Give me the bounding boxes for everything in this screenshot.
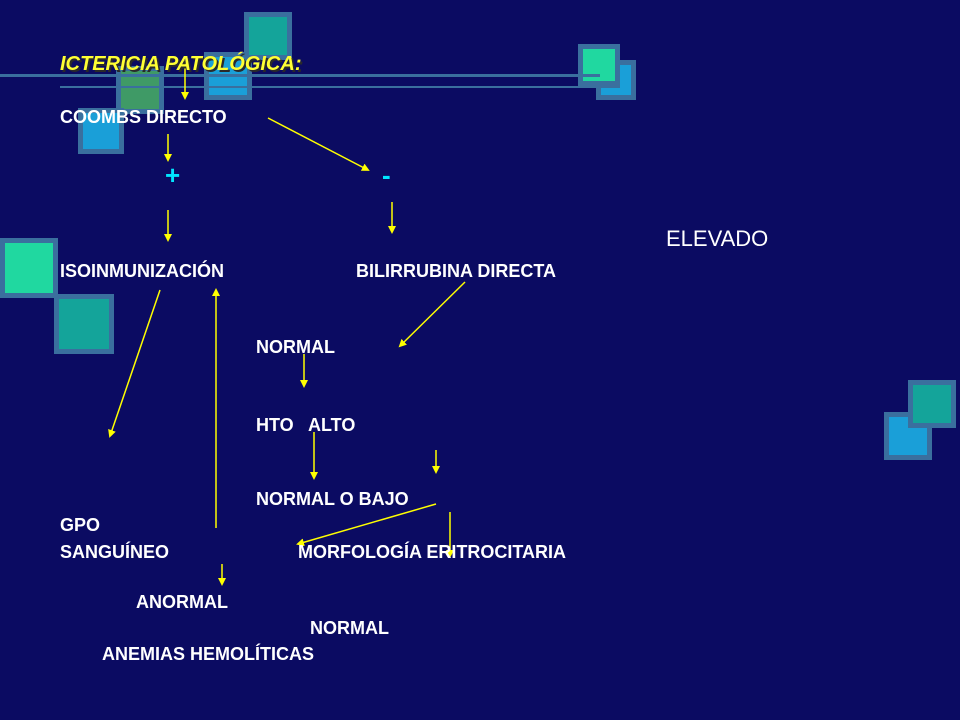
node-coombs-directo: COOMBS DIRECTO [60, 107, 227, 127]
slide-title: ICTERICIA PATOLÓGICA: [60, 53, 302, 75]
node-morfologia-eritrocitaria: MORFOLOGÍA ERITROCITARIA [298, 542, 566, 562]
node-normal-2: NORMAL [310, 618, 389, 638]
decor-line [60, 86, 620, 88]
node-sanguineo: SANGUÍNEO [60, 542, 170, 562]
node-anormal: ANORMAL [136, 592, 228, 612]
node-isoinmunizacion: ISOINMUNIZACIÓN [60, 261, 224, 281]
decor-square-teal [244, 12, 292, 60]
node-minus-sign: - [382, 160, 391, 190]
decor-square-blue [78, 108, 124, 154]
decor-square-teal [54, 294, 114, 354]
node-plus-sign: + [165, 160, 181, 190]
node-hto-alto: HTO ALTO [256, 415, 356, 435]
node-normal-o-bajo: NORMAL O BAJO [256, 489, 409, 509]
node-normal-1: NORMAL [256, 337, 335, 357]
arrow-bilirrubina-to-normal [398, 281, 466, 348]
node-elevado: ELEVADO [666, 226, 769, 251]
arrow-coombs-to-minus [267, 117, 370, 171]
decor-line [0, 74, 600, 77]
arrow-to-morfologia-left [296, 503, 437, 547]
decor-square-teal [908, 380, 956, 428]
node-bilirrubina-directa: BILIRRUBINA DIRECTA [356, 261, 556, 281]
decor-square-mint [0, 238, 58, 298]
arrow-isoinmunizacion-to-anemias [108, 289, 161, 438]
decor-square-mint [578, 44, 620, 86]
node-anemias-hemoliticas: ANEMIAS HEMOLÍTICAS [102, 644, 315, 664]
node-gpo: GPO [60, 515, 101, 535]
